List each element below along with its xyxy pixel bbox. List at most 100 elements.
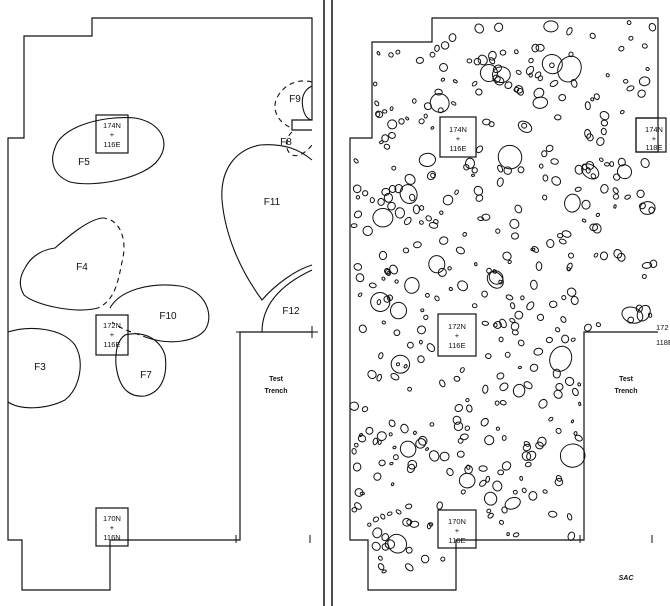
rock (372, 527, 383, 539)
rock (429, 422, 435, 427)
rock (478, 465, 488, 472)
rock (541, 53, 563, 75)
rock (353, 263, 363, 271)
rock (535, 261, 543, 271)
rock (504, 351, 511, 358)
rock (613, 204, 617, 209)
rock (514, 310, 524, 320)
rock (376, 51, 381, 56)
rock (405, 546, 413, 554)
rock (561, 334, 570, 344)
rock (517, 365, 522, 370)
rock (555, 427, 562, 434)
rock (420, 554, 430, 564)
rock (600, 119, 609, 127)
rock (517, 120, 533, 134)
rock (475, 88, 483, 96)
marker-plus-icon: + (455, 331, 460, 340)
rock (381, 569, 387, 574)
rock (382, 109, 388, 114)
rock (599, 110, 610, 121)
rock (509, 218, 520, 229)
rock (636, 189, 645, 198)
rock (388, 52, 394, 58)
grid-marker-172n-116e-box (437, 313, 477, 357)
rock (459, 367, 465, 373)
rock (463, 163, 470, 171)
rock (525, 65, 535, 75)
rock (499, 49, 507, 56)
rock (446, 467, 454, 477)
rock (581, 163, 600, 180)
rock (425, 447, 430, 451)
rock (457, 437, 464, 444)
rock (372, 437, 379, 446)
rock (357, 434, 367, 443)
rock (523, 381, 533, 390)
rock (514, 85, 524, 94)
rock (623, 78, 629, 84)
rock (537, 436, 547, 447)
marker-174n-116e-line2: 116E (450, 144, 467, 153)
rock (513, 49, 519, 55)
marker-plus-icon: + (456, 134, 461, 143)
rock (647, 312, 653, 318)
feature-f4-outline-lower (19, 267, 99, 311)
rock (374, 100, 380, 107)
test-trench-label-line1: Test (269, 376, 284, 383)
marker-174n-116e-line1: 174N (103, 121, 121, 130)
rock (531, 43, 540, 53)
rock (388, 185, 397, 193)
rock (487, 512, 494, 519)
right-map: 174N + 116E 172N + 116E 170N + 116E 174N… (349, 17, 670, 591)
rock (465, 157, 475, 170)
rock (383, 295, 391, 303)
rock (355, 195, 361, 200)
rock (477, 216, 485, 222)
rock (480, 417, 489, 427)
rock (626, 85, 635, 92)
rock (353, 210, 363, 219)
rock (462, 232, 468, 237)
rock (466, 58, 473, 64)
marker-172n-116e-line1: 172N (448, 322, 466, 331)
rock (589, 223, 599, 232)
feature-f10-outline (109, 284, 210, 343)
feature-f5-outline (52, 117, 165, 185)
rock (415, 438, 427, 449)
rock (549, 79, 559, 88)
rock (517, 166, 525, 174)
feature-f9-outline (274, 80, 313, 129)
feature-f12-outline (261, 269, 313, 333)
test-trench-label-line2: Trench (265, 388, 288, 395)
rock (511, 232, 519, 240)
rock (377, 439, 382, 445)
rock (474, 23, 485, 34)
rock (452, 415, 462, 425)
marker-174n-116e-line2: 116E (104, 140, 121, 149)
rock (555, 475, 563, 482)
rock (474, 262, 478, 267)
rock (637, 89, 646, 98)
rock (417, 325, 426, 335)
rock (383, 192, 394, 203)
rock (495, 426, 500, 431)
rock (528, 491, 538, 501)
rock (555, 382, 564, 391)
rock (534, 71, 542, 79)
rock (419, 205, 425, 211)
rock (494, 400, 500, 406)
rock (376, 373, 382, 382)
rock (481, 290, 488, 298)
rock (486, 508, 492, 514)
rock (399, 440, 417, 458)
rock (566, 513, 573, 521)
rock (640, 158, 650, 168)
rock (460, 489, 466, 495)
rock (453, 421, 464, 432)
rock (574, 434, 583, 442)
rock (434, 88, 443, 96)
marker-170n-116e-line1: 170N (448, 517, 466, 526)
rock (505, 294, 514, 301)
rock (377, 197, 385, 206)
